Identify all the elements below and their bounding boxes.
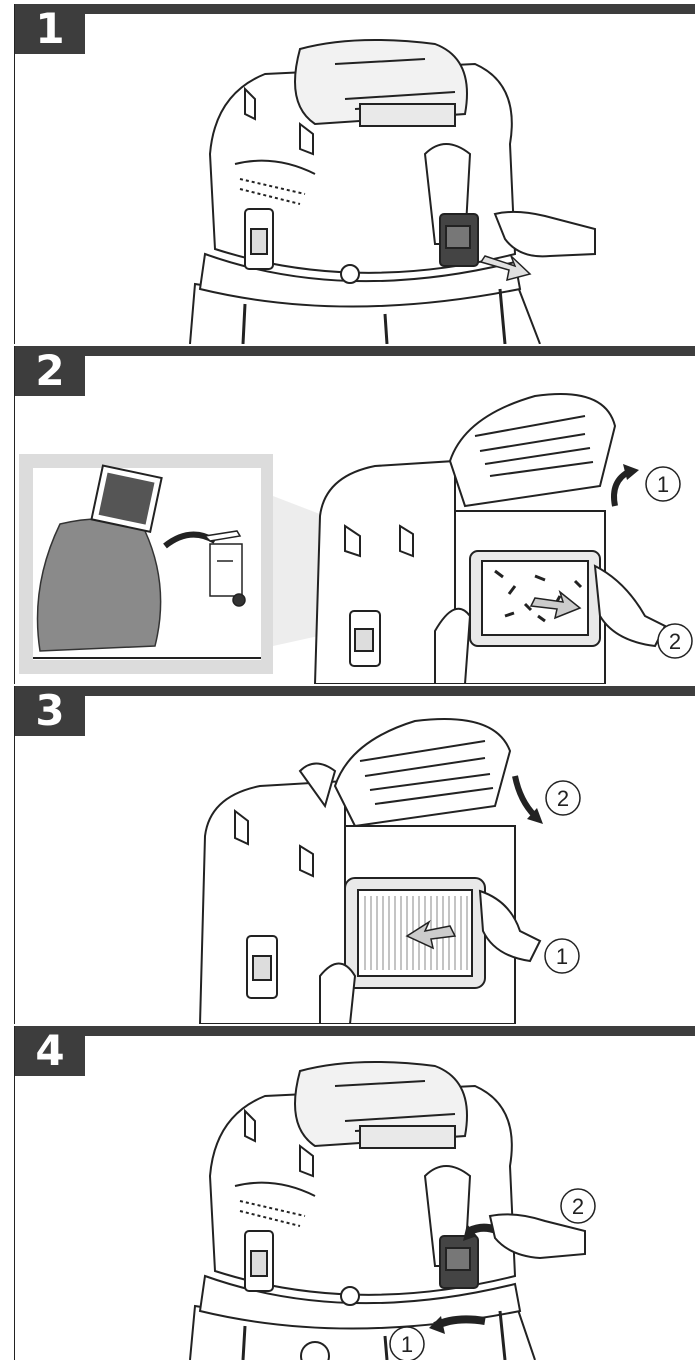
arrow-icon — [515, 776, 535, 816]
vacuum-illustration — [190, 1062, 535, 1360]
bag-icon — [38, 519, 161, 651]
callout-2-label: 2 — [572, 1194, 584, 1219]
step-3-illustration: 2 1 — [15, 686, 695, 1024]
callout-1-label: 1 — [657, 472, 669, 497]
callout-2-label: 2 — [557, 786, 569, 811]
vacuum-illustration — [190, 40, 540, 344]
step-4-illustration: 2 1 — [15, 1026, 695, 1360]
filter-icon — [91, 466, 161, 532]
step-4-panel: 4 2 1 — [14, 1026, 695, 1360]
step-1-illustration — [15, 4, 695, 344]
callout-1-label: 1 — [556, 944, 568, 969]
callout-1-label: 1 — [401, 1332, 413, 1357]
step-2-illustration: 1 2 — [15, 346, 695, 684]
step-1-panel: 1 — [14, 4, 695, 344]
vacuum-illustration — [200, 719, 515, 1024]
hand-icon — [320, 964, 355, 1025]
step-3-panel: 3 2 1 — [14, 686, 695, 1024]
callout-2-label: 2 — [669, 629, 681, 654]
step-2-panel: 2 — [14, 346, 695, 684]
